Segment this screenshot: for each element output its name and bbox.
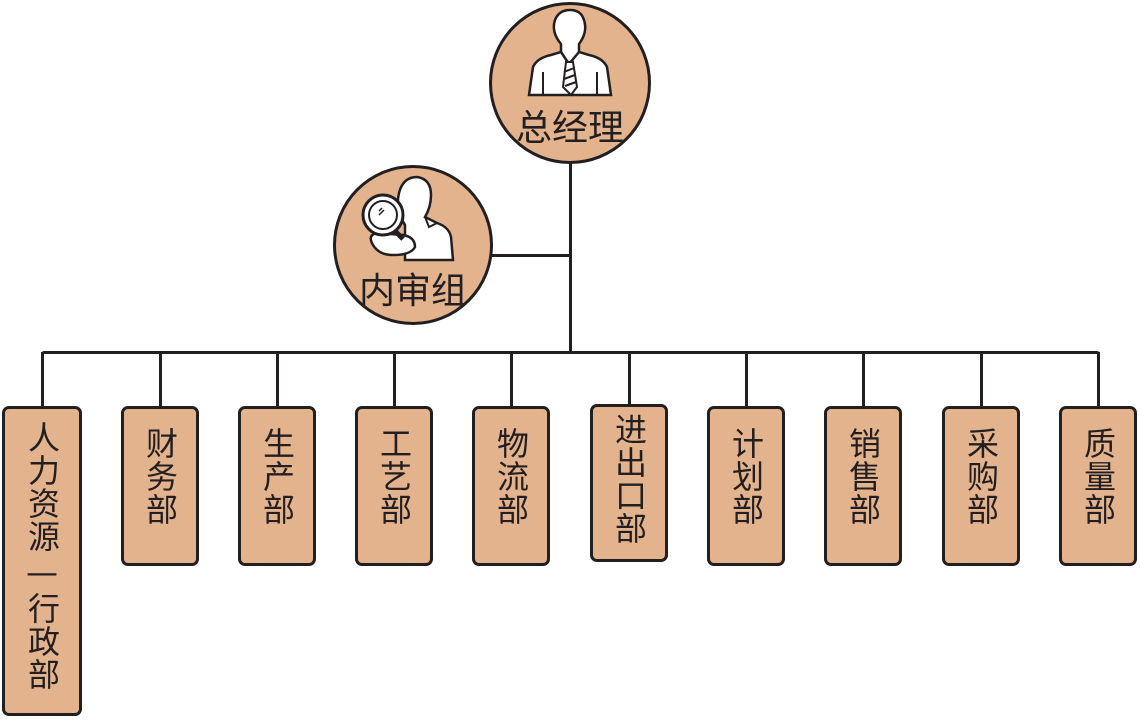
department-drop-line bbox=[1097, 352, 1100, 407]
department-box: 工艺部 bbox=[355, 406, 433, 566]
department-label: 物流部 bbox=[492, 427, 530, 526]
root-trunk-line bbox=[569, 160, 572, 354]
department-box: 销售部 bbox=[824, 406, 902, 566]
department-box: 财务部 bbox=[121, 406, 199, 566]
general-manager-node: 总经理 bbox=[489, 2, 651, 164]
department-box: 生产部 bbox=[238, 406, 316, 566]
department-drop-line bbox=[862, 352, 865, 407]
department-drop-line bbox=[159, 352, 162, 407]
department-drop-line bbox=[745, 352, 748, 407]
department-drop-line bbox=[393, 352, 396, 407]
department-box: 进出口部 bbox=[590, 404, 668, 562]
department-bus-line bbox=[41, 351, 1100, 354]
department-label: 工艺部 bbox=[375, 427, 413, 526]
manager-icon bbox=[527, 8, 613, 97]
department-box: 人力资源—行政部 bbox=[2, 406, 82, 716]
department-label: 销售部 bbox=[844, 427, 882, 526]
auditor-magnifier-icon bbox=[361, 175, 455, 262]
department-box: 计划部 bbox=[707, 406, 785, 566]
department-label: 质量部 bbox=[1079, 427, 1117, 526]
internal-audit-node: 内审组 bbox=[333, 165, 493, 325]
department-drop-line bbox=[276, 352, 279, 407]
general-manager-label: 总经理 bbox=[515, 108, 624, 149]
department-box: 质量部 bbox=[1059, 406, 1137, 566]
department-label: 进出口部 bbox=[610, 413, 648, 545]
internal-audit-label: 内审组 bbox=[358, 271, 467, 312]
department-label: 生产部 bbox=[258, 427, 296, 526]
department-drop-line bbox=[510, 352, 513, 407]
department-drop-line bbox=[41, 352, 44, 408]
department-drop-line bbox=[628, 352, 631, 407]
department-label: 采购部 bbox=[962, 427, 1000, 526]
department-drop-line bbox=[980, 352, 983, 407]
department-box: 采购部 bbox=[942, 406, 1020, 566]
department-label: 人力资源—行政部 bbox=[23, 421, 61, 691]
department-label: 财务部 bbox=[141, 427, 179, 526]
department-box: 物流部 bbox=[472, 406, 550, 566]
audit-connector-line bbox=[490, 254, 570, 257]
department-label: 计划部 bbox=[727, 427, 765, 526]
